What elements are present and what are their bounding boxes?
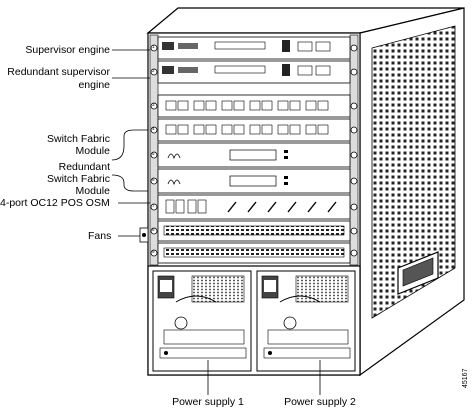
slot-number: 3 [152, 102, 155, 107]
slot-7-osm [150, 194, 358, 220]
label-redundant-fabric-1: Redundant [58, 161, 110, 173]
label-power-supply-2: Power supply 2 [284, 396, 356, 408]
slot-6-redundant-switch-fabric [150, 168, 358, 194]
label-power-supply-1: Power supply 1 [172, 396, 244, 408]
label-fans: Fans [88, 230, 112, 242]
label-redundant-fabric-2: Switch Fabric [46, 173, 110, 185]
label-redundant-supervisor-2: engine [78, 79, 110, 91]
label-redundant-fabric-3: Module [75, 185, 110, 197]
label-switch-fabric-2: Module [75, 145, 110, 157]
slot-number-labels: 1 2 3 4 5 6 7 8 9 [152, 44, 155, 254]
slot-number: 6 [152, 177, 155, 182]
label-supervisor-engine: Supervisor engine [25, 44, 110, 56]
slot-number: 9 [152, 249, 155, 254]
power-supply-2-unit [256, 270, 356, 372]
slot-3-module [150, 94, 358, 118]
slot-9-line-card [150, 242, 358, 264]
figure-id: 45167 [462, 368, 469, 388]
slot-4-module [150, 118, 358, 142]
slot-number: 2 [152, 68, 155, 73]
label-osm-module: 4-port OC12 POS OSM [0, 197, 110, 209]
slot-2-redundant-supervisor [150, 60, 358, 84]
slot-number: 5 [152, 151, 155, 156]
side-vents [371, 25, 456, 319]
callout-leaders [111, 49, 321, 395]
power-supply-1-unit [152, 270, 252, 372]
slot-8-line-card [150, 220, 358, 242]
slot-number: 1 [152, 44, 155, 49]
slot-1-supervisor [150, 36, 358, 60]
fan-tray [139, 227, 149, 243]
label-switch-fabric-1: Switch Fabric [46, 133, 110, 145]
slot-number: 8 [152, 227, 155, 232]
slot-number: 7 [152, 203, 155, 208]
label-redundant-supervisor-1: Redundant supervisor [7, 66, 110, 78]
slot-5-switch-fabric [150, 142, 358, 168]
slot-number: 4 [152, 126, 155, 131]
